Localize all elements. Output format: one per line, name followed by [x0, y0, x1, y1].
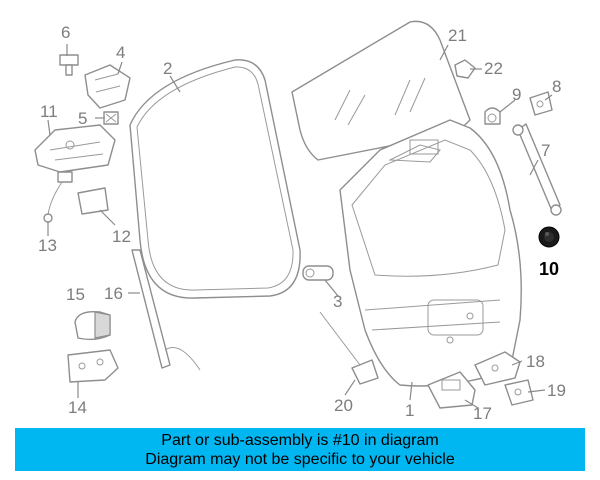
part-7-strut — [512, 123, 562, 216]
callout-15: 15 — [66, 285, 85, 304]
part-18-latch — [474, 351, 521, 386]
part-14-lock — [67, 349, 119, 383]
callout-14: 14 — [68, 398, 87, 417]
part-17-latch — [427, 371, 476, 409]
part-11-latch — [34, 124, 116, 173]
callout-10: 10 — [539, 259, 559, 279]
callout-3: 3 — [333, 292, 342, 311]
part-15-bumper — [74, 311, 111, 341]
part-22-clip — [454, 59, 476, 79]
part-13-cable — [43, 171, 73, 223]
callout-8: 8 — [552, 77, 561, 96]
part-5-bolt — [103, 111, 119, 125]
callout-18: 18 — [526, 352, 545, 371]
callout-22: 22 — [484, 59, 503, 78]
callout-5: 5 — [78, 109, 87, 128]
part-1-liftgate — [339, 119, 522, 387]
part-12-pad — [77, 187, 109, 215]
part-3-handle — [302, 265, 334, 281]
callout-12: 12 — [112, 227, 131, 246]
leader-lines — [47, 44, 553, 409]
callout-6: 6 — [61, 23, 70, 42]
callout-20: 20 — [334, 396, 353, 415]
callout-11: 11 — [40, 102, 58, 121]
callout-labels: 6 4 2 21 22 9 8 5 11 7 12 13 10 15 16 3 … — [38, 23, 566, 423]
callout-19: 19 — [547, 381, 566, 400]
callout-4: 4 — [116, 43, 125, 62]
callout-17: 17 — [473, 404, 492, 423]
banner-line-disclaimer: Diagram may not be specific to your vehi… — [145, 450, 455, 468]
info-banner: Part or sub-assembly is #10 in diagram D… — [15, 428, 585, 471]
banner-line-part: Part or sub-assembly is #10 in diagram — [161, 431, 439, 449]
callout-2: 2 — [163, 59, 172, 78]
part-19-striker — [504, 379, 534, 406]
callout-1: 1 — [405, 401, 414, 420]
callout-7: 7 — [541, 141, 550, 160]
part-8-bracket — [529, 91, 553, 116]
part-16-rail — [131, 249, 201, 371]
callout-16: 16 — [104, 284, 123, 303]
part-2-weatherstrip — [129, 59, 301, 299]
part-9-ball-stud — [484, 107, 501, 125]
callout-9: 9 — [512, 85, 521, 104]
part-6-bolt — [59, 54, 79, 76]
part-4-hinge — [84, 64, 131, 109]
parts-diagram: 6 4 2 21 22 9 8 5 11 7 12 13 10 15 16 3 … — [34, 20, 566, 423]
part-10-highlighted — [538, 226, 560, 248]
callout-21: 21 — [448, 26, 467, 45]
callout-13: 13 — [38, 236, 57, 255]
part-20-switch — [319, 311, 379, 385]
